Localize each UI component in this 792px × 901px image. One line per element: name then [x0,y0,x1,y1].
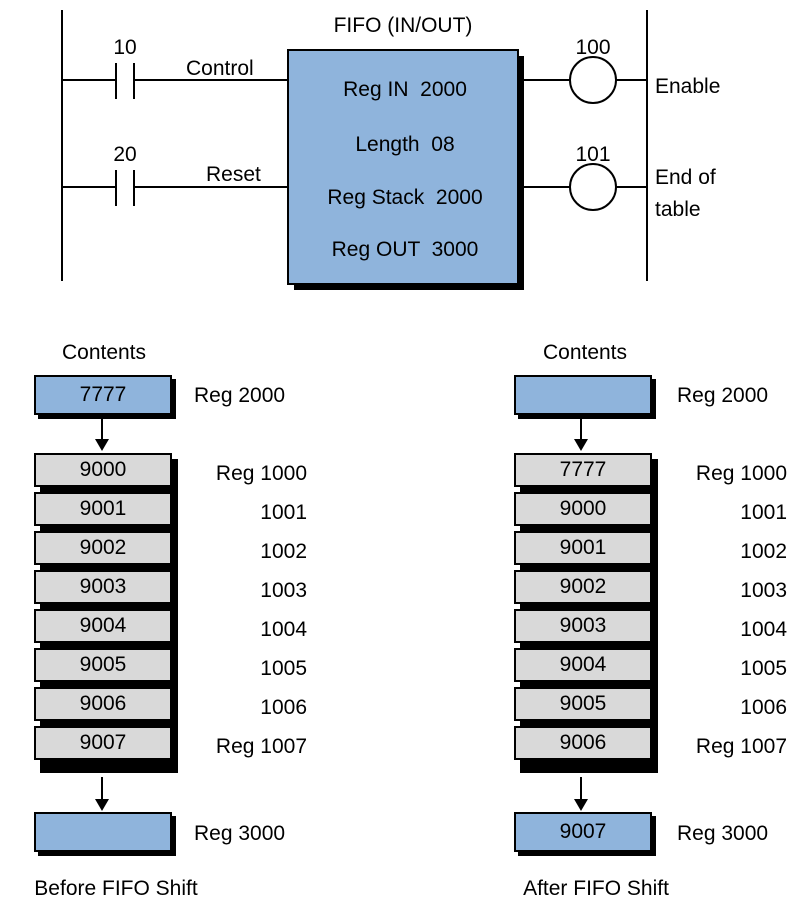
fifo-reg-stack: Reg Stack 2000 [327,186,483,209]
after-input-register [514,375,652,415]
after-contents-header: Contents [542,341,628,364]
before-reg-label: 1003 [260,579,307,602]
fifo-length: Length 08 [355,133,455,156]
before-stack-cell: 9002 [34,531,172,565]
after-stack-cell: 9006 [514,726,652,760]
after-stack-cell: 9004 [514,648,652,682]
before-arrow-out [95,777,109,811]
after-stack-cell: 9001 [514,531,652,565]
after-reg-label: 1003 [740,579,787,602]
after-caption: After FIFO Shift [523,877,669,900]
coil-enable-label: Enable [655,75,721,98]
coil-end-of-label: End of [655,166,716,189]
after-stack-cell: 9002 [514,570,652,604]
after-stack-cell: 9005 [514,687,652,721]
after-input-reg-label: Reg 2000 [677,384,769,407]
before-input-reg-label: Reg 2000 [194,384,286,407]
after-stack: 7777 9000 9001 9002 9003 9004 9005 9006 [514,453,652,765]
coil-101 [569,163,617,211]
fifo-title: FIFO (IN/OUT) [333,14,473,37]
before-input-register: 7777 [34,375,172,415]
before-arrow-in [95,417,109,451]
before-stack-cell: 9007 [34,726,172,760]
after-output-register: 9007 [514,812,652,852]
after-reg-label: 1002 [740,540,787,563]
after-output-reg-label: Reg 3000 [677,822,769,845]
contact-10-address: 10 [113,36,137,59]
fifo-reg-out: Reg OUT 3000 [331,238,479,261]
after-arrow-out [574,777,588,811]
before-reg-label: 1005 [260,657,307,680]
before-reg-label: 1001 [260,501,307,524]
fifo-reg-in: Reg IN 2000 [343,78,467,101]
after-arrow-in [574,417,588,451]
coil-table-label: table [655,198,701,221]
after-stack-cell: 7777 [514,453,652,487]
before-stack-cell: 9004 [34,609,172,643]
before-output-reg-label: Reg 3000 [194,822,286,845]
coil-101-address: 101 [575,143,611,166]
before-reg-label: Reg 1000 [215,462,307,485]
ladder-diagram [61,10,648,290]
after-reg-label: 1005 [740,657,787,680]
before-reg-label: 1004 [260,618,307,641]
after-reg-label: Reg 1000 [695,462,787,485]
coil-100 [569,56,617,104]
before-stack-cell: 9006 [34,687,172,721]
contact-20-address: 20 [113,143,137,166]
after-reg-label: 1001 [740,501,787,524]
before-stack: 9000 9001 9002 9003 9004 9005 9006 9007 [34,453,172,765]
before-stack-cell: 9001 [34,492,172,526]
before-reg-label: 1002 [260,540,307,563]
before-output-register [34,812,172,852]
after-reg-label: 1006 [740,696,787,719]
after-stack-cell: 9000 [514,492,652,526]
reset-signal-label: Reset [206,163,261,186]
before-stack-cell: 9003 [34,570,172,604]
before-stack-cell: 9005 [34,648,172,682]
before-stack-cell: 9000 [34,453,172,487]
control-signal-label: Control [186,57,254,80]
after-stack-cell: 9003 [514,609,652,643]
fifo-block [287,49,519,285]
before-caption: Before FIFO Shift [34,877,198,900]
after-reg-label: 1004 [740,618,787,641]
after-reg-label: Reg 1007 [695,735,787,758]
coil-100-address: 100 [575,36,611,59]
before-contents-header: Contents [61,341,147,364]
before-reg-label: Reg 1007 [215,735,307,758]
before-reg-label: 1006 [260,696,307,719]
